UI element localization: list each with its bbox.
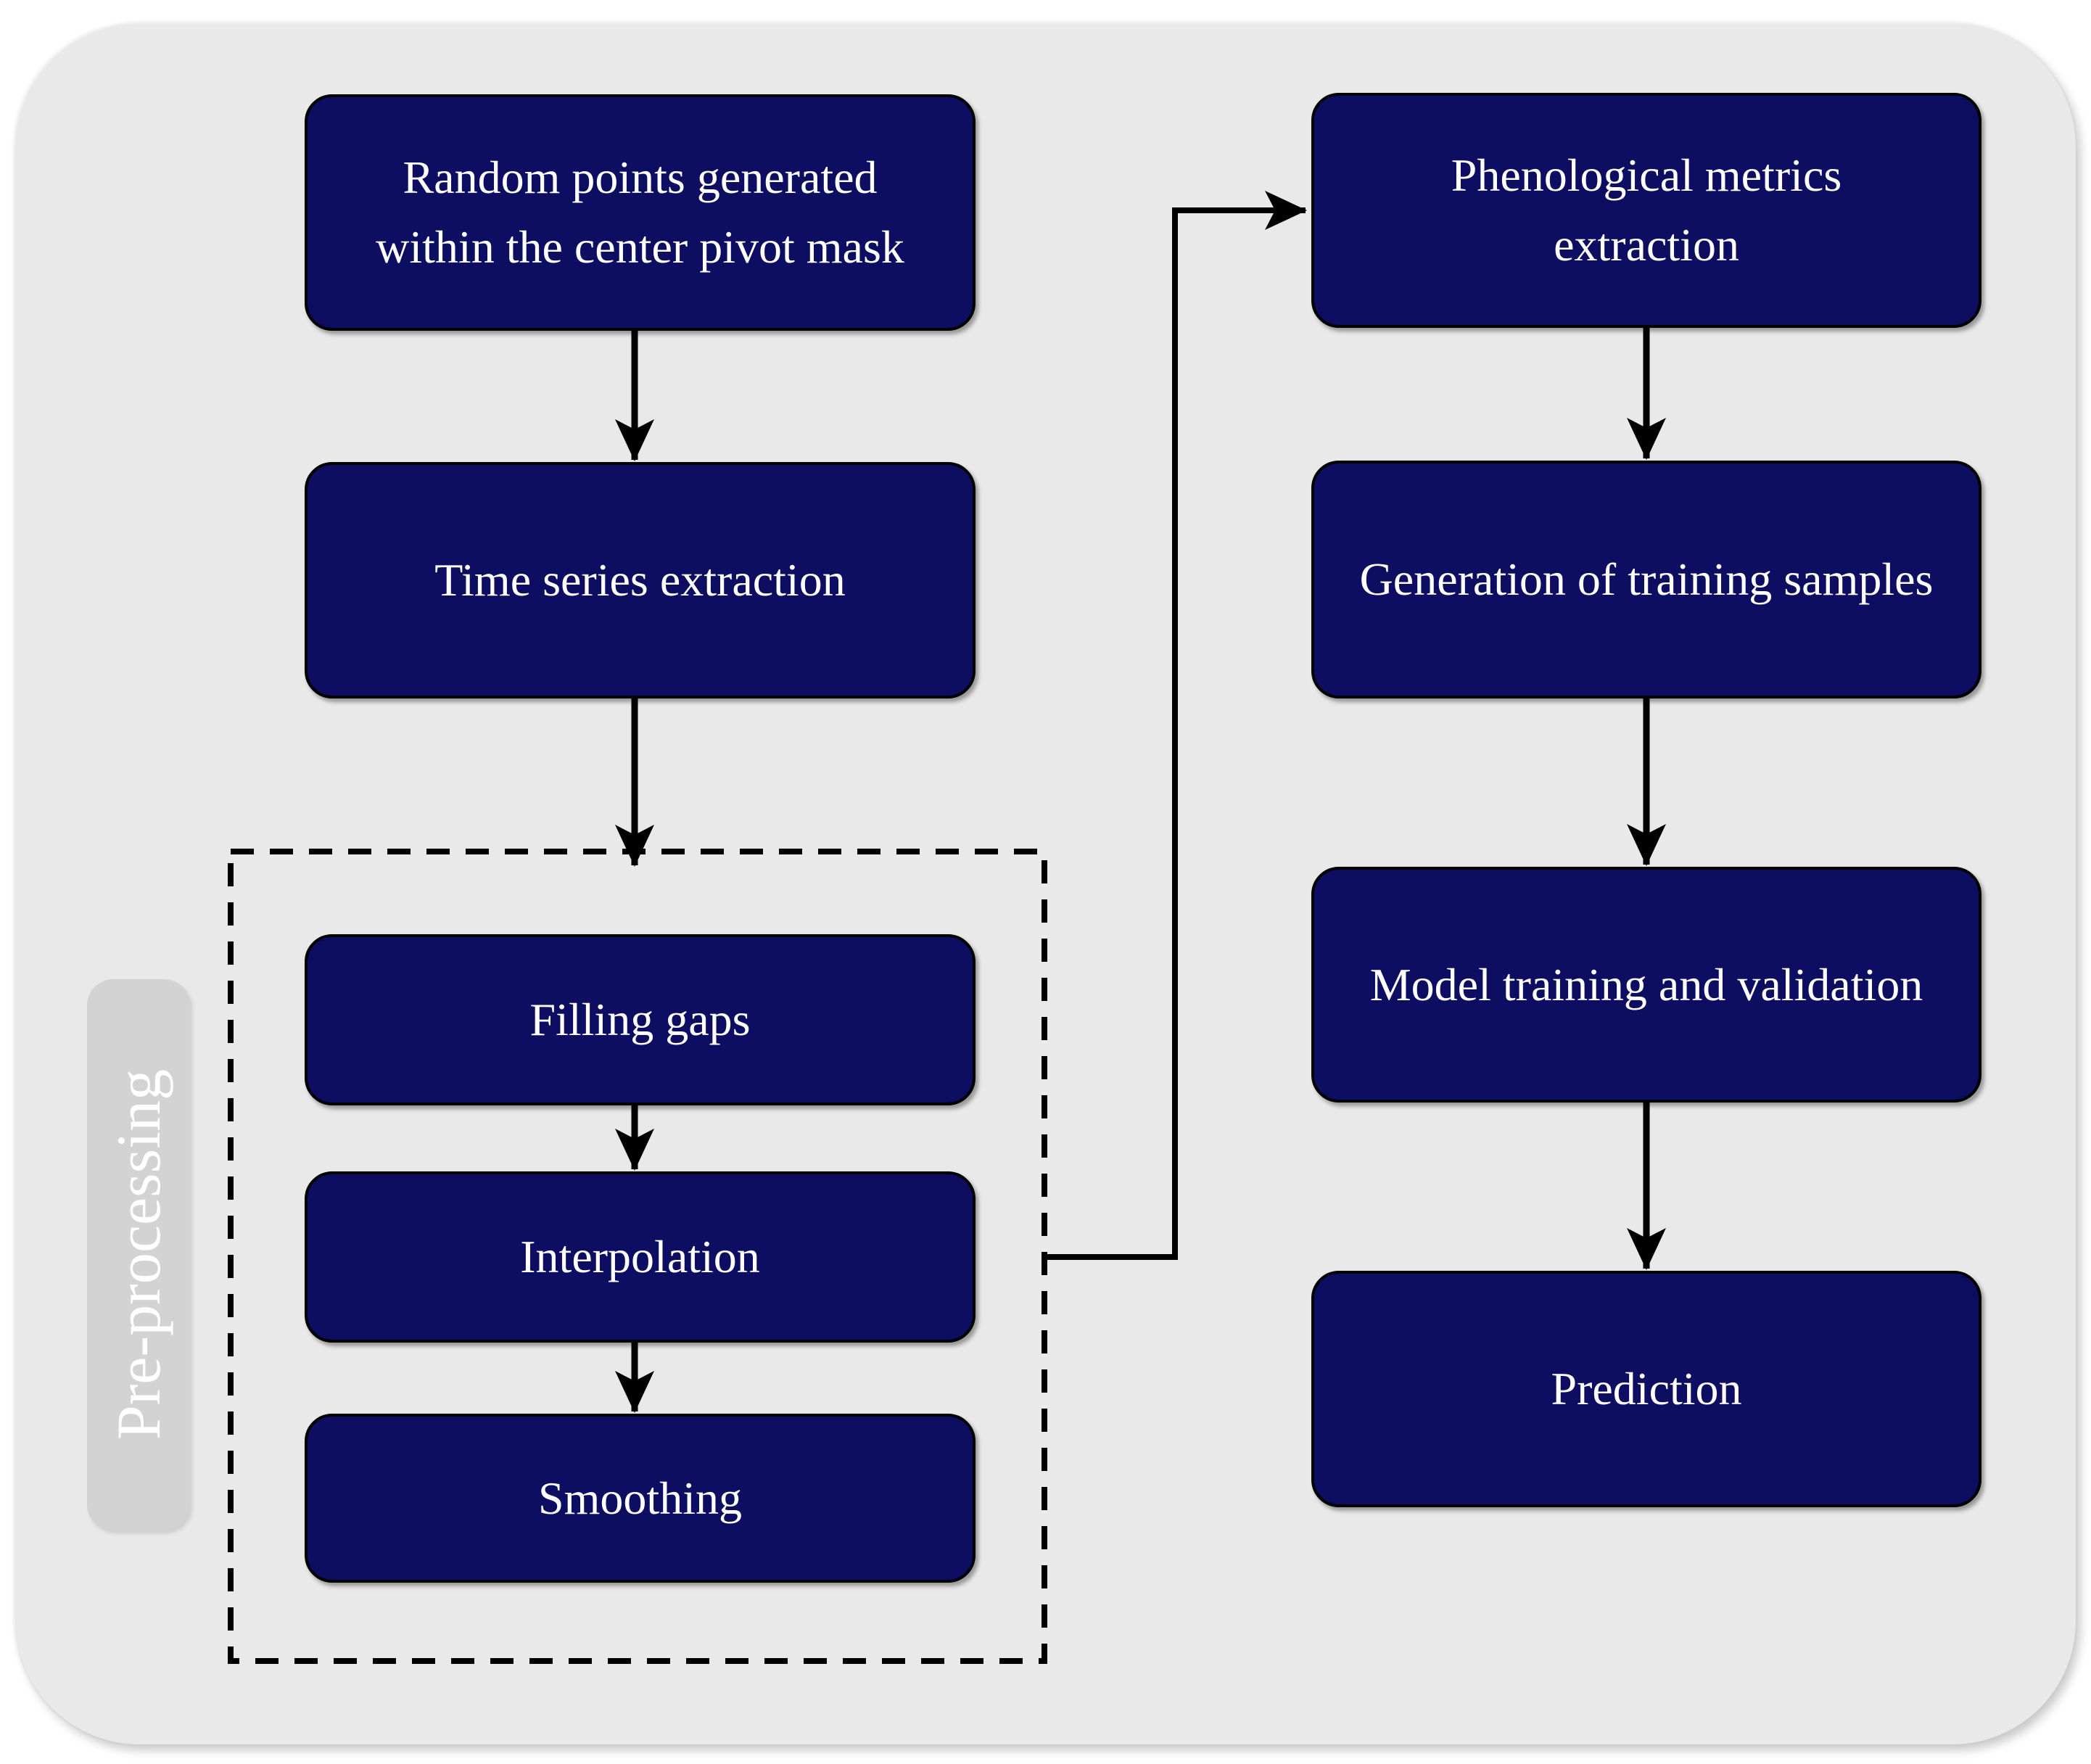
node-model-training-and-validation: Model training and validation — [1311, 867, 1981, 1102]
node-interpolation: Interpolation — [305, 1171, 976, 1343]
node-label: Phenological metrics extraction — [1451, 149, 1842, 271]
node-label: Generation of training samples — [1359, 553, 1934, 605]
node-generation-of-training-samples: Generation of training samples — [1311, 461, 1981, 698]
node-label: Filling gaps — [529, 994, 751, 1045]
node-label: Model training and validation — [1369, 958, 1923, 1010]
node-filling-gaps: Filling gaps — [305, 934, 976, 1105]
arrow-preprocessing-to-phenological — [1042, 191, 1307, 1260]
node-label: Smoothing — [538, 1472, 742, 1524]
node-prediction: Prediction — [1311, 1271, 1981, 1507]
node-smoothing: Smoothing — [305, 1414, 976, 1583]
preprocessing-label-text: Pre-processing — [104, 1069, 173, 1441]
node-time-series-extraction: Time series extraction — [305, 462, 976, 698]
preprocessing-label: Pre-processing — [87, 979, 190, 1530]
node-random-points: Random points generated within the cente… — [305, 94, 976, 331]
node-label: Random points generated within the cente… — [376, 152, 904, 273]
node-label: Time series extraction — [434, 554, 846, 606]
node-phenological-metrics-extraction: Phenological metrics extraction — [1311, 93, 1981, 328]
node-label: Prediction — [1551, 1363, 1742, 1414]
node-label: Interpolation — [520, 1231, 760, 1282]
